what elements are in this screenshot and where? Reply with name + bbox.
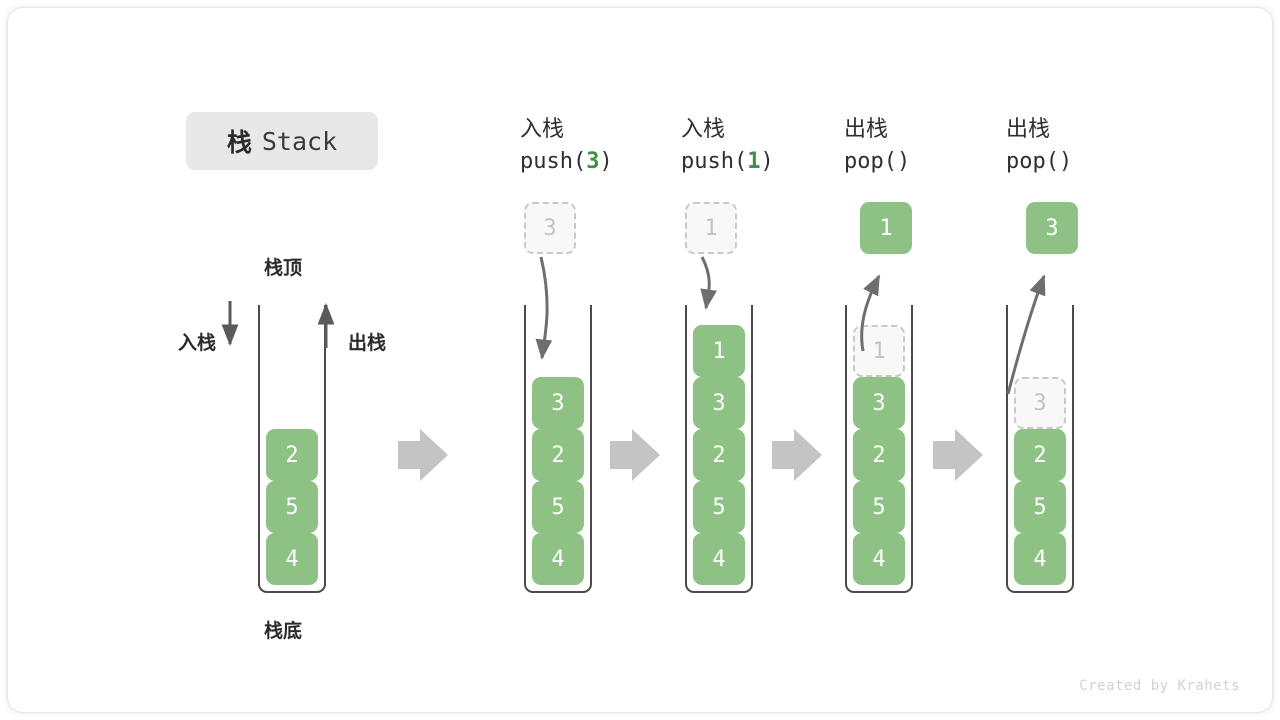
stack-cell: 4 <box>853 533 905 585</box>
column-header-push-1: 入栈 push(1) <box>681 114 774 178</box>
column-header-code: pop() <box>844 148 911 174</box>
stack-cell: 2 <box>266 429 318 481</box>
stack-cell: 2 <box>853 429 905 481</box>
stack-container-push-3 <box>524 305 592 593</box>
stack-cell: 5 <box>853 481 905 533</box>
column-header-cn: 入栈 <box>520 117 565 142</box>
stack-container-initial <box>258 305 326 593</box>
stack-container-pop-2 <box>1006 305 1074 593</box>
stack-cell: 3 <box>853 377 905 429</box>
vacated-ghost-cell: 1 <box>853 325 905 377</box>
tube-left-wall <box>845 305 847 581</box>
flow-arrow-3 <box>772 429 822 481</box>
tube-right-wall <box>1072 305 1074 581</box>
stack-container-push-1 <box>685 305 753 593</box>
tube-floor <box>845 567 913 593</box>
tube-left-wall <box>258 305 260 581</box>
stack-cell: 1 <box>693 325 745 377</box>
diagram-canvas: 栈 Stack 栈顶 入栈 出栈 2 5 4 栈底 入栈 push(3) 3 3… <box>8 8 1272 712</box>
footer-credit: Created by Krahets <box>1079 678 1240 694</box>
incoming-ghost-cell: 1 <box>685 202 737 254</box>
stack-container-pop-1 <box>845 305 913 593</box>
tube-right-wall <box>751 305 753 581</box>
stack-cell: 4 <box>693 533 745 585</box>
column-header-arg: 1 <box>747 148 761 174</box>
tube-left-wall <box>685 305 687 581</box>
stack-cell: 3 <box>693 377 745 429</box>
incoming-ghost-cell: 3 <box>524 202 576 254</box>
stack-cell: 3 <box>532 377 584 429</box>
tube-floor <box>685 567 753 593</box>
popped-cell: 3 <box>1026 202 1078 254</box>
stack-cell: 5 <box>1014 481 1066 533</box>
column-header-cn: 入栈 <box>681 117 726 142</box>
column-header-code: pop() <box>1006 148 1073 174</box>
stack-cell: 4 <box>532 533 584 585</box>
tube-right-wall <box>590 305 592 581</box>
push-curve-arrow-1 <box>700 256 717 310</box>
title-en: Stack <box>261 126 338 156</box>
column-header-pop-1: 出栈 pop() <box>844 114 910 178</box>
popped-cell: 1 <box>860 202 912 254</box>
column-header-cn: 出栈 <box>1006 117 1051 142</box>
stack-cell: 2 <box>532 429 584 481</box>
stack-top-label: 栈顶 <box>264 257 303 279</box>
column-header-push-3: 入栈 push(3) <box>520 114 613 178</box>
flow-arrow-1 <box>398 429 448 481</box>
column-header-arg: 3 <box>586 148 600 174</box>
tube-floor <box>524 567 592 593</box>
column-header-cn: 出栈 <box>844 117 889 142</box>
diagram-title: 栈 Stack <box>186 112 378 170</box>
stack-bottom-label: 栈底 <box>264 620 303 642</box>
tube-right-wall <box>324 305 326 581</box>
stack-cell: 4 <box>266 533 318 585</box>
tube-floor <box>258 567 326 593</box>
stack-cell: 2 <box>1014 429 1066 481</box>
stack-cell: 2 <box>693 429 745 481</box>
vacated-ghost-cell: 3 <box>1014 377 1066 429</box>
flow-arrow-2 <box>610 429 660 481</box>
tube-floor <box>1006 567 1074 593</box>
title-cn: 栈 <box>226 128 252 157</box>
tube-right-wall <box>911 305 913 581</box>
column-header-pop-2: 出栈 pop() <box>1006 114 1072 178</box>
stack-cell: 5 <box>532 481 584 533</box>
tube-left-wall <box>524 305 526 581</box>
stack-cell: 5 <box>693 481 745 533</box>
tube-left-wall <box>1006 305 1008 581</box>
pop-direction-label: 出栈 <box>348 332 387 354</box>
flow-arrow-4 <box>933 429 983 481</box>
push-direction-label: 入栈 <box>178 332 217 354</box>
stack-cell: 5 <box>266 481 318 533</box>
column-header-code: push(1) <box>681 148 774 174</box>
stack-cell: 4 <box>1014 533 1066 585</box>
column-header-code: push(3) <box>520 148 613 174</box>
